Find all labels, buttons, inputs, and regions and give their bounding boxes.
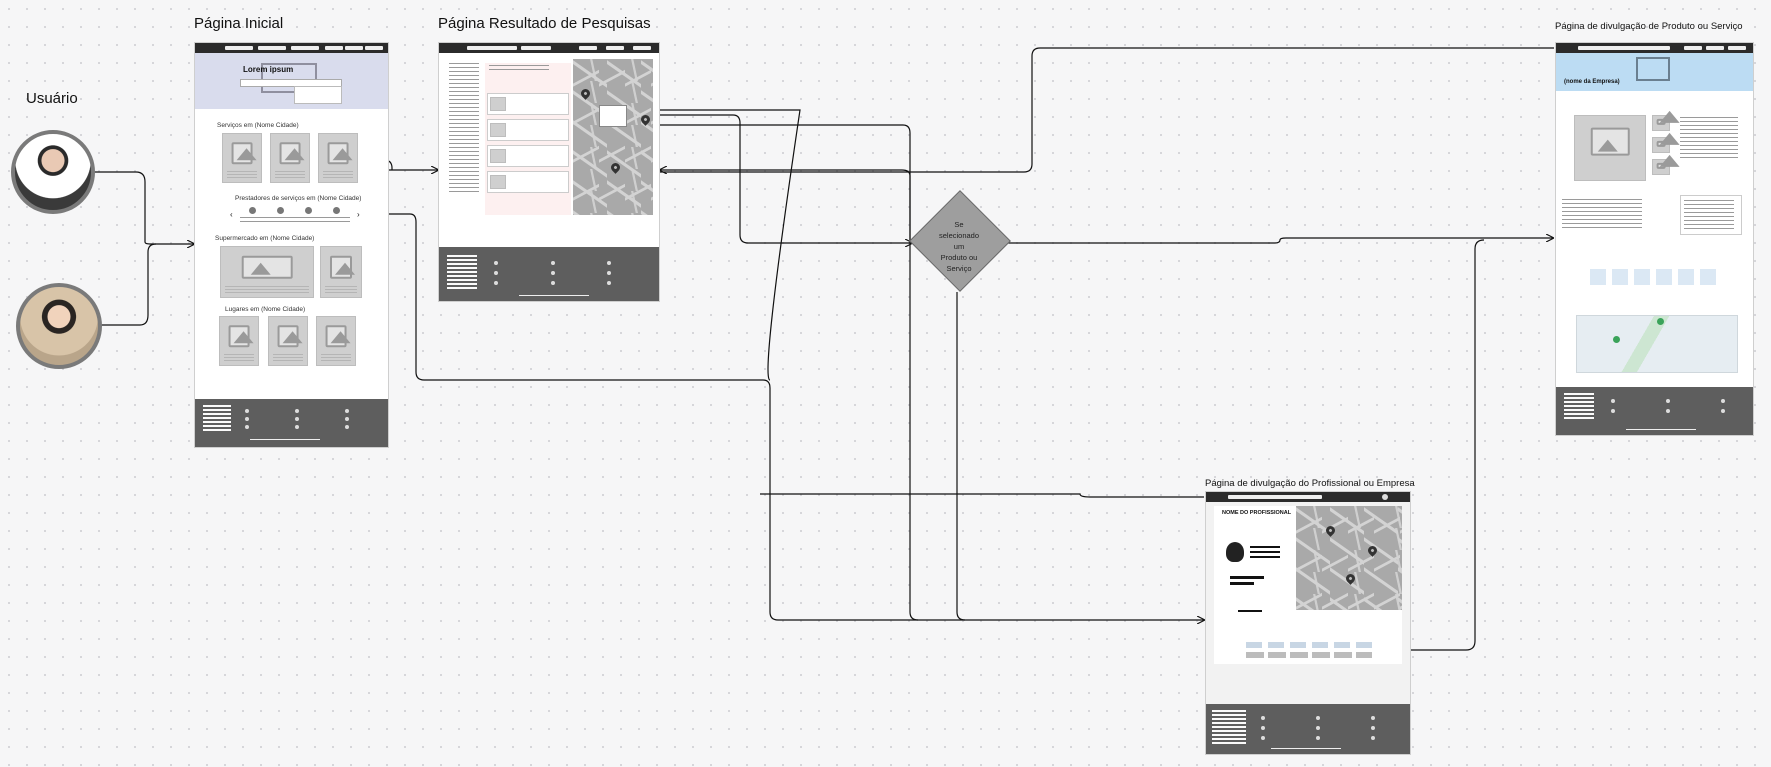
map-pin-icon[interactable] [609,161,622,174]
professional-screen[interactable]: NOME DO PROFISSIONAL [1205,491,1411,755]
connector-providers-professional [382,213,1204,620]
home-screen[interactable]: Lorem ipsum Serviços em (Nome Cidade) Pr… [194,42,389,448]
search-dropdown[interactable] [294,86,342,104]
section-services-title: Serviços em (Nome Cidade) [217,122,299,129]
map-pin-icon[interactable] [1657,318,1664,325]
provider-avatar-2[interactable] [277,207,284,214]
home-hero: Lorem ipsum [195,53,388,109]
professional-navbar [1206,492,1410,502]
professional-name: NOME DO PROFISSIONAL [1222,510,1292,516]
home-footer [195,399,388,447]
related-products-row[interactable] [1590,269,1720,285]
search-footer [439,247,659,301]
service-card-2[interactable] [270,133,310,183]
map-popup [599,105,627,127]
result-card-2[interactable] [487,119,569,141]
place-card-3[interactable] [316,316,356,366]
company-name: (nome da Empresa) [1564,79,1620,85]
hero-image-icon [1636,57,1670,81]
connector-user2-home [100,243,157,326]
results-panel [485,63,571,215]
home-navbar [195,43,388,53]
hero-image-icon [261,63,317,93]
section-places-title: Lugares em (Nome Cidade) [225,306,306,313]
provider-captions [240,217,350,225]
profile-avatar-icon[interactable] [1382,494,1388,500]
product-title: Página de divulgação de Produto ou Servi… [1555,21,1743,32]
service-card-3[interactable] [318,133,358,183]
carousel-prev-icon[interactable]: ‹ [230,210,233,219]
result-card-3[interactable] [487,145,569,167]
map-pin-icon[interactable] [639,113,652,126]
map-pin-icon[interactable] [1613,336,1620,343]
provider-avatar-3[interactable] [305,207,312,214]
search-navbar [439,43,659,53]
carousel-next-icon[interactable]: › [357,210,360,219]
home-search-input[interactable] [240,79,342,87]
connector-professional-product [1252,239,1485,651]
connector-user1-home [92,171,194,244]
hero-text: Lorem ipsum [243,65,294,74]
professional-map[interactable] [1296,506,1402,610]
search-filters-sidebar[interactable] [449,63,479,193]
map-pin-icon[interactable] [1366,544,1379,557]
connector-search-decision [600,114,912,243]
home-title: Página Inicial [194,15,284,32]
user-avatar-woman[interactable] [16,283,102,369]
section-supermarket-title: Supermercado em (Nome Cidade) [215,235,315,242]
product-description [1680,117,1738,161]
product-main-image[interactable] [1574,115,1646,181]
map-pin-icon[interactable] [579,87,592,100]
result-card-1[interactable] [487,93,569,115]
professional-footer [1206,704,1410,754]
section-providers-title: Prestadores de serviços em (Nome Cidade) [235,195,362,202]
search-title: Página Resultado de Pesquisas [438,15,651,32]
service-card-1[interactable] [222,133,262,183]
place-card-1[interactable] [219,316,259,366]
connector-professional-back [760,493,1204,498]
decision-text: Se selecionado um Produto ou Serviço [938,220,980,273]
provider-avatar-1[interactable] [249,207,256,214]
professional-avatar [1226,542,1244,562]
product-thumb-2[interactable] [1652,132,1679,153]
contact-box[interactable] [1680,195,1742,235]
connector-search-professional [600,124,919,621]
connector-search-professional-2 [600,109,801,381]
services-buttons[interactable] [1246,652,1372,658]
search-screen[interactable] [438,42,660,302]
product-navbar [1556,43,1753,53]
location-map[interactable] [1576,315,1738,373]
user-avatar-man[interactable] [11,130,95,214]
professional-title: Página de divulgação do Profissional ou … [1205,478,1415,489]
product-thumb-1[interactable] [1652,110,1679,131]
product-footer [1556,387,1753,435]
map-pin-icon[interactable] [1344,572,1357,585]
opening-hours-table [1562,199,1642,229]
user-label: Usuário [26,90,78,107]
supermarket-card-1[interactable] [220,246,314,298]
connector-decision-professional [956,292,966,621]
provider-avatar-4[interactable] [333,207,340,214]
services-row[interactable] [1246,642,1372,648]
connector-decision-search [660,170,911,243]
map-pin-icon[interactable] [1324,524,1337,537]
product-screen[interactable]: (nome da Empresa) [1555,42,1754,436]
place-card-2[interactable] [268,316,308,366]
product-thumb-3[interactable] [1652,154,1679,175]
search-results-map[interactable] [573,59,653,215]
connector-product-search [660,47,1554,173]
supermarket-card-2[interactable] [320,246,362,298]
professional-content: NOME DO PROFISSIONAL [1214,506,1402,664]
connector-decision-product [1004,238,1553,244]
product-hero: (nome da Empresa) [1556,53,1753,91]
result-card-4[interactable] [487,171,569,193]
